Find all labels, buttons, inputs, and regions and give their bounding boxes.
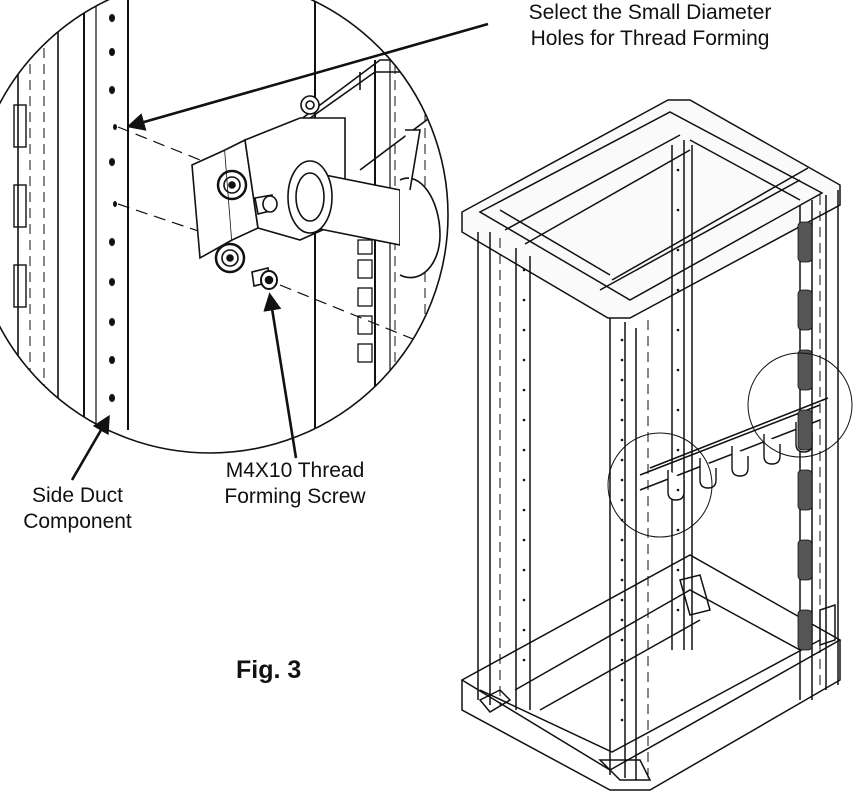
leader-arrows xyxy=(70,22,489,481)
washer-lower xyxy=(214,242,246,274)
detail-circle-outline xyxy=(0,0,449,454)
callout-small-holes-line1: Select the Small Diameter xyxy=(528,1,772,24)
cable-hooks xyxy=(667,422,813,501)
locator-circle-right xyxy=(747,352,853,458)
arrow-screw xyxy=(263,292,298,459)
side-panel xyxy=(13,0,59,453)
callout-side-duct-line1: Side Duct xyxy=(31,484,124,507)
figure-label: Fig. 3 xyxy=(236,656,302,684)
callout-screw: M4X10 Thread Forming Screw xyxy=(200,458,390,510)
callout-screw-line1: M4X10 Thread xyxy=(225,459,365,482)
callout-side-duct-line2: Component xyxy=(23,510,132,533)
locator-circle-left xyxy=(607,432,713,538)
callout-small-holes-line2: Holes for Thread Forming xyxy=(530,27,770,50)
callout-side-duct: Side Duct Component xyxy=(0,483,155,535)
arrow-small-holes xyxy=(126,22,489,131)
rail-holes xyxy=(522,168,680,722)
side-duct-strip xyxy=(83,0,129,430)
arrow-side-duct xyxy=(70,414,110,481)
callout-small-holes: Select the Small Diameter Holes for Thre… xyxy=(470,0,830,52)
vent-slots xyxy=(797,221,813,651)
detail-view xyxy=(13,0,441,453)
rack-frame xyxy=(460,99,842,791)
callout-screw-line2: Forming Screw xyxy=(224,485,366,508)
screw-upper xyxy=(254,194,278,215)
washer-upper xyxy=(216,169,248,201)
screw-lower xyxy=(251,267,278,290)
